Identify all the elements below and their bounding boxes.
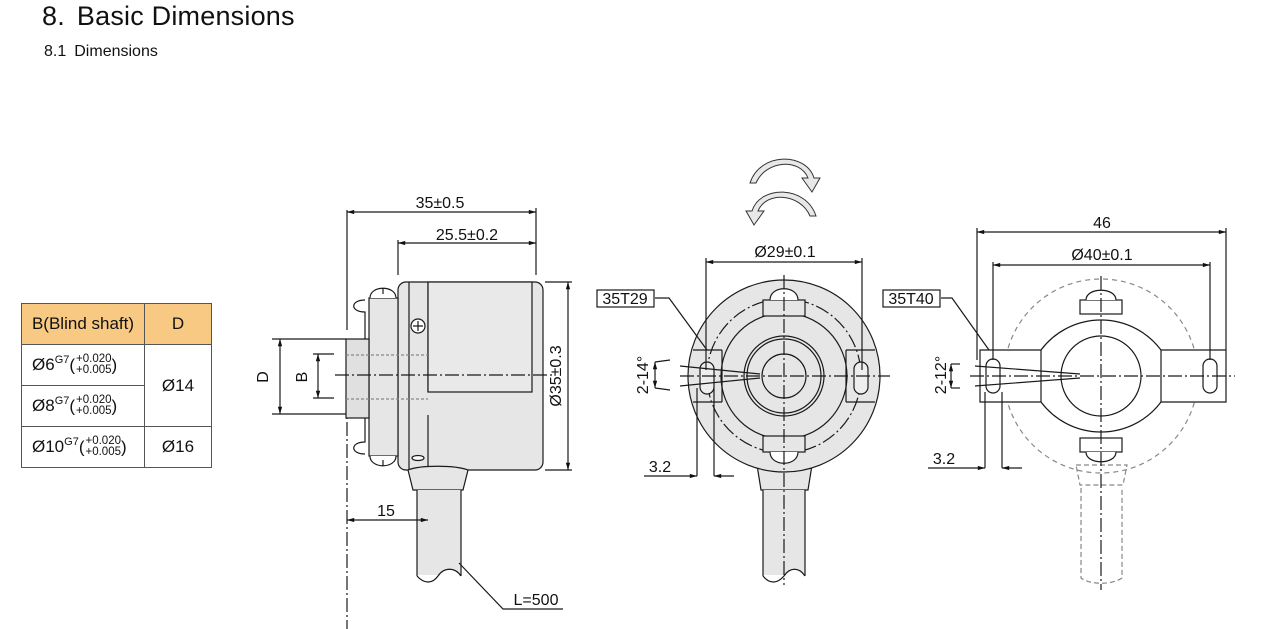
table-header-row: B(Blind shaft) D (21, 303, 212, 345)
subsection-number: 8.1 (44, 43, 67, 60)
side-view-labels: 35±0.5 25.5±0.2 Ø35±0.3 D B 15 L=500 (255, 195, 565, 609)
slot-angle-14-label: 2-14° (635, 356, 652, 394)
shaft-size-table: B(Blind shaft) D Ø6G7(+0.020+0.005) Ø14 … (21, 303, 212, 468)
b-label: B (294, 372, 311, 383)
front-view-35t40 (882, 228, 1235, 590)
body-diameter-label: Ø35±0.3 (548, 345, 565, 406)
shaft-d-cell: Ø14 (144, 344, 212, 427)
table-row: Ø8G7(+0.020+0.005) (21, 385, 212, 427)
table-row: Ø10G7(+0.020+0.005) Ø16 (21, 426, 212, 468)
overall-width-label: 46 (1093, 215, 1111, 232)
column-header-d: D (144, 303, 212, 345)
tether-code-35t29: 35T29 (602, 291, 647, 308)
shaft-d-cell: Ø16 (144, 426, 212, 468)
subsection-heading: 8.1 Dimensions (44, 41, 158, 63)
subsection-title: Dimensions (74, 43, 158, 60)
section-title: Basic Dimensions (76, 1, 295, 31)
rotate-clockwise-icon (749, 158, 821, 193)
slot-angle-12-label: 2-12° (933, 356, 950, 394)
bolt-circle-40-label: Ø40±0.1 (1071, 247, 1132, 264)
cable-offset-label: 15 (377, 503, 395, 520)
section-number: 8. (42, 1, 65, 31)
slot-width-label: 3.2 (649, 459, 671, 476)
tether-code-35t40: 35T40 (888, 291, 933, 308)
column-header-b: B(Blind shaft) (21, 303, 145, 345)
front-view-35t40-labels: 46 Ø40±0.1 35T40 2-12° 3.2 (888, 215, 1132, 468)
tolerance: +0.020+0.005 (76, 353, 112, 377)
side-view (272, 208, 572, 629)
tolerance: +0.020+0.005 (76, 394, 112, 418)
cable-length-label: L=500 (514, 592, 559, 609)
front-view-35t29 (596, 258, 890, 585)
rotate-counterclockwise-icon (745, 191, 817, 226)
bolt-circle-29-label: Ø29±0.1 (754, 244, 815, 261)
overall-length-label: 35±0.5 (416, 195, 465, 212)
front-view-35t29-labels: Ø29±0.1 35T29 2-14° 3.2 (602, 244, 815, 476)
section-heading: 8. Basic Dimensions (42, 0, 295, 32)
tolerance: +0.020+0.005 (85, 435, 122, 459)
shaft-b-cell: Ø8G7(+0.020+0.005) (21, 385, 145, 427)
slot-width-label: 3.2 (933, 451, 955, 468)
table-row: Ø6G7(+0.020+0.005) Ø14 (21, 344, 212, 427)
shaft-b-cell: Ø6G7(+0.020+0.005) (21, 344, 145, 386)
d-label: D (255, 371, 272, 383)
body-length-label: 25.5±0.2 (436, 227, 498, 244)
